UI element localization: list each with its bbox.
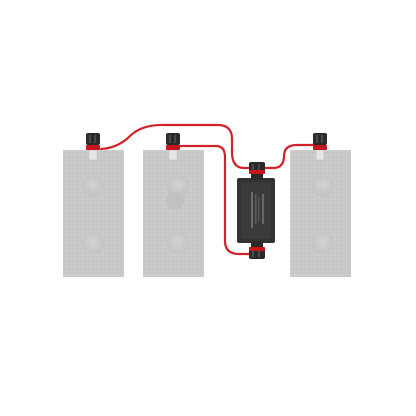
cable-panel2-to-junction xyxy=(171,144,253,256)
panel-3-connector-ridge xyxy=(321,135,323,143)
junction-box-connector-bottom xyxy=(249,241,265,259)
junction-box-connector-top-stem xyxy=(251,174,263,180)
panel-1-mark-bottom xyxy=(82,232,104,254)
panel-2-body xyxy=(143,150,204,277)
junction-box-connector-bottom-ridge xyxy=(258,251,260,257)
junction-box-connector-bottom-ridge xyxy=(252,251,254,257)
panel-2-connector-body xyxy=(166,133,180,145)
junction-box-connector-top-ring xyxy=(249,170,265,174)
panel-2-mark-mid xyxy=(166,192,184,210)
junction-box-marking-line xyxy=(262,194,264,224)
junction-box-marking-line xyxy=(255,194,257,224)
panel-3-connector-body xyxy=(313,133,327,145)
panel-1 xyxy=(63,150,124,277)
junction-box-connector-top-ridge xyxy=(258,164,260,170)
junction-box-marking-line xyxy=(251,192,253,228)
panel-3-connector-stem xyxy=(315,149,325,161)
panel-3-connector-ring xyxy=(313,145,327,150)
panel-3-body xyxy=(290,150,351,277)
junction-box-marking-line xyxy=(258,197,260,221)
panel-1-mark-top xyxy=(82,175,104,197)
panel-2-connector-ring xyxy=(166,145,180,150)
panel-2-connector-stem xyxy=(168,149,178,161)
panel-1-connector-body xyxy=(86,133,100,145)
panel-1-body xyxy=(63,150,124,277)
cable-panel1-to-junction xyxy=(99,123,253,170)
panel-2-mark-bottom xyxy=(167,232,189,254)
panel-3-connector xyxy=(313,133,327,161)
panel-1-connector xyxy=(86,133,100,161)
junction-box-connector-top xyxy=(249,162,265,180)
panel-1-connector-ridge xyxy=(89,135,91,143)
junction-box xyxy=(237,162,275,259)
panel-3 xyxy=(290,150,351,277)
panel-3-connector-ridge xyxy=(316,135,318,143)
panel-2 xyxy=(143,150,204,277)
panel-2-mark-top xyxy=(167,175,189,197)
panel-2-connector-ridge xyxy=(174,135,176,143)
junction-box-connector-bottom-ring xyxy=(249,247,265,251)
panel-3-mark-bottom xyxy=(312,232,334,254)
junction-box-connector-top-ridge xyxy=(252,164,254,170)
panel-3-mark-top xyxy=(312,175,334,197)
panel-1-connector-ring xyxy=(86,145,100,150)
panel-1-connector-ridge xyxy=(94,135,96,143)
junction-box-connector-bottom-stem xyxy=(251,241,263,247)
panel-2-connector xyxy=(166,133,180,161)
panel-1-connector-stem xyxy=(88,149,98,161)
cables xyxy=(99,123,320,256)
panel-2-connector-ridge xyxy=(169,135,171,143)
cable-junction-to-panel3 xyxy=(260,143,320,170)
